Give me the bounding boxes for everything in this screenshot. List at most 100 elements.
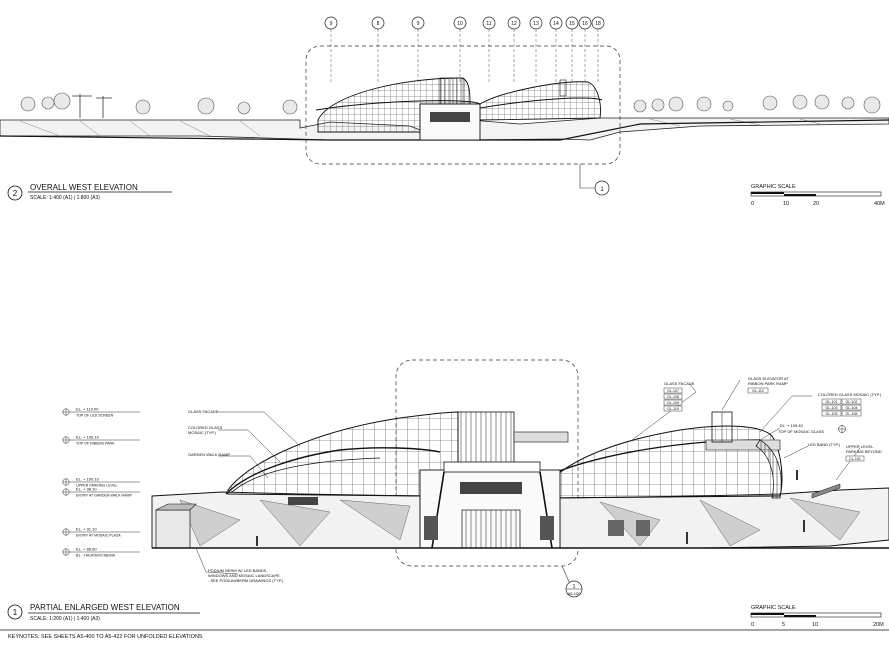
overall-scale-tick-10: 10 (783, 201, 789, 207)
level-elevation: EL. + 98.10 (76, 487, 97, 492)
upper-parking-tag: CL-101 (849, 457, 861, 461)
right-glass-shell (539, 425, 783, 499)
note-upper-parking-2: PARKING BEYOND (846, 449, 882, 454)
grid-bubble-label: 12 (511, 21, 517, 27)
left-pavilion (155, 509, 191, 549)
note-top-mosaic: TOP OF MOSAIC GLASS (778, 429, 824, 434)
partial-view-title: PARTIAL ENLARGED WEST ELEVATION (30, 603, 180, 612)
overall-scale-tick-40: 40M (874, 201, 885, 207)
note-upper-parking-1: UPPER LEVEL (846, 444, 874, 449)
level-name: TOP OF RIBBON PARK (76, 442, 115, 446)
overall-scale-label: GRAPHIC SCALE (751, 184, 796, 190)
trees-left (20, 92, 298, 115)
grid-bubble-label: 16 (582, 21, 588, 27)
glass-tag: GL-109 (667, 401, 679, 405)
note-glass-facade-left: GLASS FACADE (188, 409, 219, 414)
partial-scale-label: GRAPHIC SCALE (751, 605, 796, 611)
note-colored-glass-right: COLORED GLASS MOSAIC (TYP.) (818, 392, 882, 397)
note-top-mosaic-el: EL. + 109.40 (780, 423, 804, 428)
podium-windows (288, 497, 650, 536)
grid-bubble (507, 16, 521, 30)
overall-view-number-bubble (7, 185, 23, 201)
level-name: TOP OF LED SCREEN (76, 414, 114, 418)
level-elevation: EL. + 106.10 (76, 435, 100, 440)
note-garden-walk: GARDEN WALK RAMP (188, 452, 230, 457)
grid-bubble-label: 9 (330, 21, 333, 27)
grid-bubble (591, 16, 605, 30)
entrance-doors (461, 509, 521, 549)
level-name: B1 - THEATER/CINEMA (76, 554, 116, 558)
overall-view-title: OVERALL WEST ELEVATION (30, 183, 138, 192)
note-colored-glass-left-1: COLORED GLASS (188, 425, 223, 430)
note-colored-glass-left-2: MOSAIC (TYP.) (188, 430, 217, 435)
note-glass-elevator-2: RIBBON PARK RAMP (748, 381, 788, 386)
overall-scale-tick-0: 0 (751, 201, 754, 207)
grid-bubble (578, 16, 592, 30)
grid-bubble (565, 16, 579, 30)
glass-tag: GL-108 (667, 395, 679, 399)
grid-bubble-label: 13 (533, 21, 539, 27)
grid-bubble (482, 16, 496, 30)
section-callout-sheet: A5-100 (568, 591, 582, 596)
partial-view-scale: SCALE: 1:200 (A1) | 1:400 (A3) (30, 616, 100, 622)
grid-bubble-label: 11 (486, 21, 491, 27)
grid-bubble (324, 16, 338, 30)
mosaic-tag: GL-105 (826, 412, 838, 416)
partial-scale-tick-0: 0 (751, 622, 754, 628)
mosaic-tag: GL-102 (846, 400, 858, 404)
partial-scale-tick-5: 5 (782, 622, 785, 628)
note-podium-3: - SEE PODIUM/BERM DRAWINGS (TYP.) (208, 578, 284, 583)
level-name: ENTRY AT MOSAIC PLAZA (76, 534, 121, 538)
partial-scale-tick-20: 20M (873, 622, 884, 628)
level-name: UPPER PARKING LEVEL (76, 484, 117, 488)
level-elevation: EL. + 110.00 (76, 407, 99, 412)
overall-view-scale: SCALE: 1:400 (A1) | 1:800 (A3) (30, 195, 100, 201)
cranes-left (72, 94, 112, 118)
note-glass-elevator-1: GLASS ELEVATOR AT (748, 376, 789, 381)
grid-bubble (411, 16, 425, 30)
partial-scale-tick-10: 10 (812, 622, 818, 628)
note-podium-2: WINDOWS AND MOSAIC LANDSCAPE (208, 573, 280, 578)
grid-bubble (371, 16, 385, 30)
mosaic-tag: GL-106 (846, 412, 858, 416)
podium-facets (179, 497, 861, 547)
overall-view-number: 2 (13, 189, 18, 198)
grid-bubble-label: 10 (457, 21, 463, 27)
level-elevation: EL. + 91.10 (76, 527, 97, 532)
grid-bubble (549, 16, 563, 30)
note-led-band: LED BAND (TYP.) (808, 442, 841, 447)
grid-bubbles: 9 8 9 10 11 12 13 14 15 16 18 (324, 16, 605, 84)
partial-graphic-scale: GRAPHIC SCALE 0 5 10 20M (750, 605, 884, 628)
grid-bubble-label: 9 (417, 21, 420, 27)
grid-bubble-label: 18 (595, 21, 601, 27)
people-figures (256, 470, 805, 546)
entrance-upper-glazing (460, 482, 522, 494)
enlarged-area-boundary (305, 45, 621, 165)
level-name: ENTRY AT GARDEN WALK RAMP (76, 494, 133, 498)
detail-callout-top-number: 1 (600, 187, 604, 193)
overall-graphic-scale: GRAPHIC SCALE 0 10 20 40M (750, 184, 885, 207)
glass-tag: GL-107 (667, 389, 679, 393)
grid-bubble (453, 16, 467, 30)
grid-bubble (529, 16, 543, 30)
mosaic-tag: GL-104 (846, 406, 858, 410)
mosaic-tag: GL-101 (826, 400, 838, 404)
section-callout-number: 1 (573, 584, 576, 590)
annotation-leaders (195, 379, 861, 575)
led-band (755, 439, 782, 499)
annotations: GLASS FACADE COLORED GLASS MOSAIC (TYP.)… (188, 376, 882, 583)
grid-bubble-label: 15 (569, 21, 575, 27)
level-elevation: EL. + 86.60 (76, 547, 97, 552)
detail-callout-top (594, 180, 610, 196)
overall-building (315, 77, 603, 141)
mosaic-tag: GL-103 (826, 406, 838, 410)
partial-view-number: 1 (13, 608, 18, 617)
partial-view-number-bubble (7, 604, 23, 620)
grid-bubble-label: 14 (553, 21, 559, 27)
grid-bubble-label: 8 (377, 21, 380, 27)
